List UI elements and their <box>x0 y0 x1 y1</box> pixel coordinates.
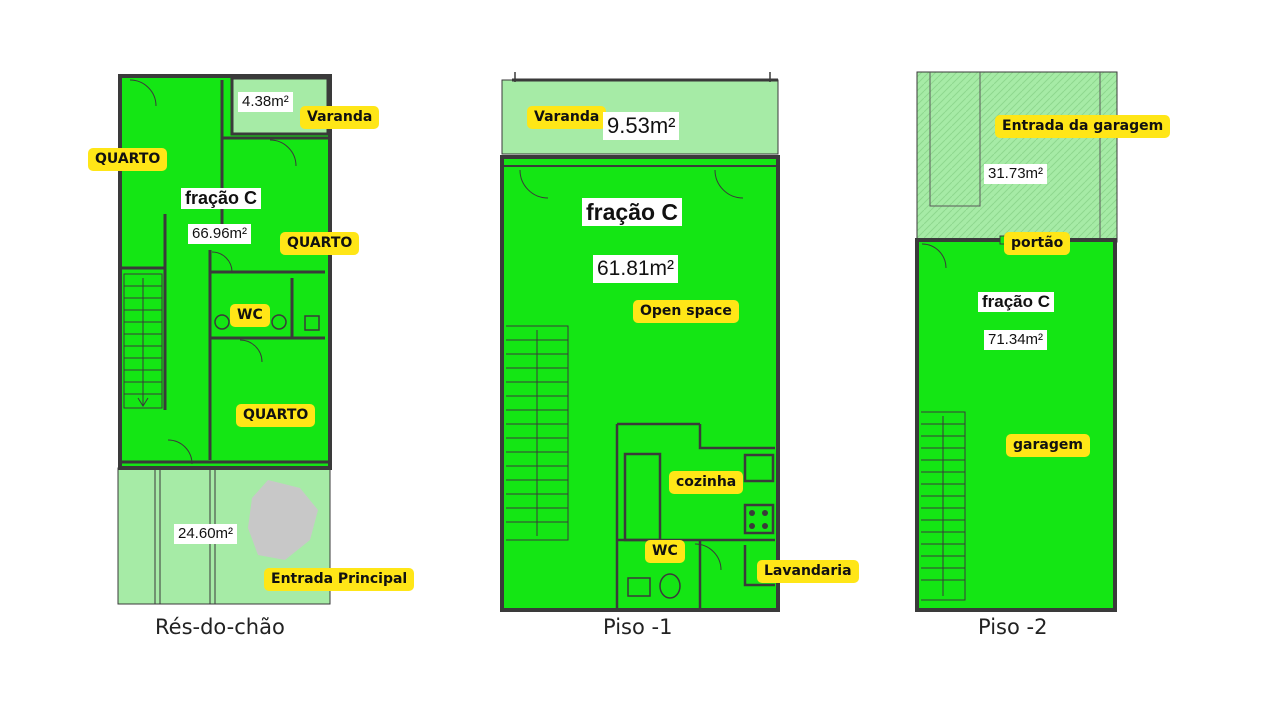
stairs-icon <box>123 273 163 409</box>
stove-icon <box>749 510 755 516</box>
area-varanda-p1: 9.53m² <box>603 112 680 140</box>
plan-res-do-chao <box>117 74 332 605</box>
toilet-icon <box>214 314 230 330</box>
area-exterior-res: 24.60m² <box>174 524 238 544</box>
door-swings <box>129 79 297 465</box>
room-tag-entrada-principal: Entrada Principal <box>264 568 415 591</box>
door-swings <box>519 169 744 571</box>
caption-piso-1: Piso -1 <box>603 615 673 639</box>
caption-res-do-chao: Rés-do-chão <box>155 615 285 639</box>
sink-icon <box>627 577 651 597</box>
main-body <box>500 155 780 612</box>
room-tag-quarto-3: QUARTO <box>236 404 316 427</box>
sink-icon <box>271 314 287 330</box>
area-main-p1: 61.81m² <box>593 255 679 283</box>
room-tag-varanda-p1: Varanda <box>527 106 607 129</box>
fraction-label-p1: fração C <box>582 198 683 226</box>
fraction-label-res: fração C <box>181 188 262 209</box>
area-main-res: 66.96m² <box>188 224 252 244</box>
room-tag-wc-res: WC <box>230 304 270 327</box>
room-tag-entrada-garagem: Entrada da garagem <box>995 115 1171 138</box>
room-tag-quarto-1: QUARTO <box>88 148 168 171</box>
room-tag-portao: portão <box>1004 232 1071 255</box>
room-tag-quarto-2: QUARTO <box>280 232 360 255</box>
area-varanda-res: 4.38m² <box>238 92 293 112</box>
room-tag-lavandaria: Lavandaria <box>757 560 859 583</box>
room-tag-cozinha: cozinha <box>669 471 744 494</box>
room-tag-open-space: Open space <box>633 300 739 323</box>
stairs-icon <box>506 325 569 541</box>
caption-piso-2: Piso -2 <box>978 615 1048 639</box>
area-main-p2: 71.34m² <box>984 330 1048 350</box>
stairs-icon <box>921 411 966 601</box>
room-tag-varanda-res: Varanda <box>300 106 380 129</box>
garage-entrance-area <box>916 71 1118 243</box>
toilet-icon <box>659 573 681 599</box>
tree-icon <box>248 480 318 560</box>
area-entrada-p2: 31.73m² <box>984 164 1048 184</box>
room-tag-wc-p1: WC <box>645 540 685 563</box>
fraction-label-p2: fração C <box>978 292 1055 312</box>
plan-piso-1 <box>500 72 780 612</box>
shower-icon <box>304 315 320 331</box>
room-tag-garagem: garagem <box>1006 434 1090 457</box>
